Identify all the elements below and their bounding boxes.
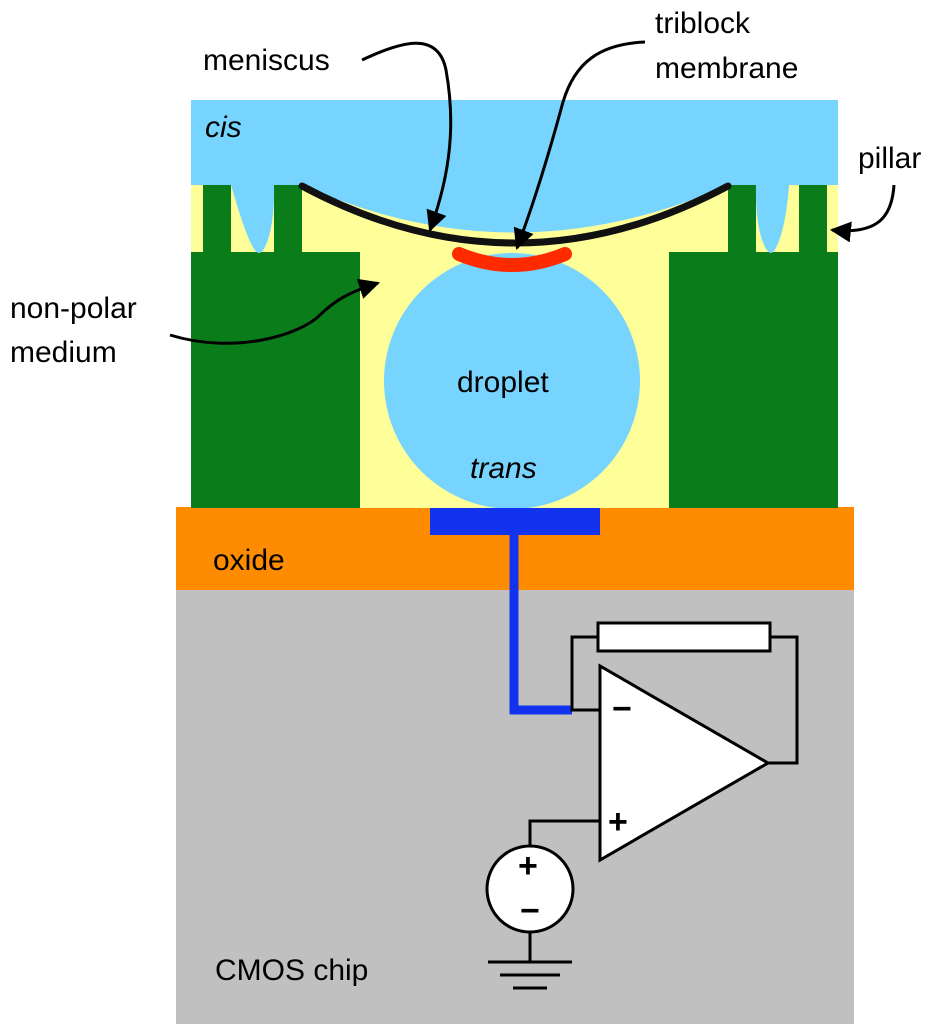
source-minus-sign: −	[520, 892, 540, 930]
op-amp-triangle	[598, 663, 771, 863]
electrode-wire	[509, 535, 572, 715]
pillar-arrow	[829, 184, 896, 243]
cis-label: cis	[205, 111, 242, 144]
triblock-membrane-arrow	[513, 40, 646, 250]
source-plus-sign: +	[518, 847, 538, 885]
amp-plus-sign: +	[608, 803, 628, 841]
triblock-label-line2: membrane	[655, 52, 798, 85]
plus-input-wire	[528, 819, 600, 845]
feedback-resistor	[596, 621, 772, 653]
meniscus-label: meniscus	[203, 44, 330, 77]
amp-minus-sign: −	[612, 690, 632, 728]
droplet-label: droplet	[457, 366, 549, 399]
triblock-label-line1: triblock	[655, 7, 751, 40]
nonpolar-label-line1: non-polar	[10, 292, 137, 325]
ground-symbol	[488, 960, 572, 990]
electrode-pad	[430, 508, 600, 535]
amplifier-circuit: − + + −	[485, 621, 799, 990]
pillar-structures	[191, 180, 838, 508]
nonpolar-medium-arrow	[169, 278, 380, 345]
cmos-chip-label: CMOS chip	[215, 954, 368, 987]
trans-label: trans	[470, 452, 537, 485]
feedback-wire-left	[570, 635, 600, 712]
oxide-label: oxide	[213, 544, 285, 577]
cis-solution	[191, 100, 838, 253]
triblock-membrane	[452, 247, 572, 272]
meniscus-arrow	[361, 41, 453, 232]
feedback-wire-right	[768, 635, 799, 765]
pillar-label: pillar	[858, 142, 921, 175]
droplet	[384, 253, 640, 509]
nonpolar-label-line2: medium	[10, 336, 117, 369]
